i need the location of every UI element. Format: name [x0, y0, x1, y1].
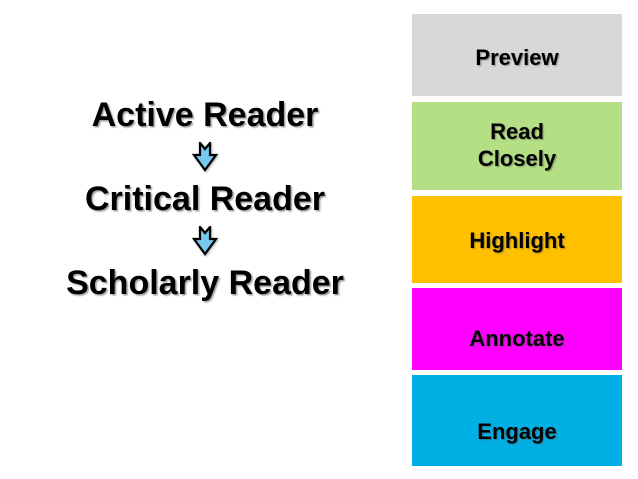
stage-label-critical-reader: Critical Reader [85, 180, 325, 218]
step-block-annotate[interactable]: Annotate [412, 288, 622, 370]
reading-steps-stack: Preview Read Closely Highlight Annotate … [412, 14, 622, 466]
step-block-read-closely[interactable]: Read Closely [412, 102, 622, 190]
step-block-highlight[interactable]: Highlight [412, 196, 622, 283]
connector-arrow-1 [192, 135, 218, 179]
step-block-engage[interactable]: Engage [412, 375, 622, 466]
reader-progression-group: Active Reader Critical Reader Scholarly … [20, 95, 390, 303]
step-label-highlight: Highlight [469, 228, 565, 253]
stage-label-active-reader: Active Reader [91, 96, 319, 134]
step-block-preview[interactable]: Preview [412, 14, 622, 96]
step-label-preview: Preview [475, 45, 559, 70]
down-arrow-icon [192, 226, 218, 256]
step-label-line-2: Closely [477, 146, 557, 171]
step-label-engage: Engage [477, 419, 557, 444]
step-label-line-1: Read [490, 119, 544, 144]
stage-label-scholarly-reader: Scholarly Reader [66, 264, 344, 302]
down-arrow-icon [192, 142, 218, 172]
step-label-annotate: Annotate [469, 326, 565, 351]
connector-arrow-2 [192, 219, 218, 263]
step-label-read-closely: Read Closely [478, 118, 556, 172]
